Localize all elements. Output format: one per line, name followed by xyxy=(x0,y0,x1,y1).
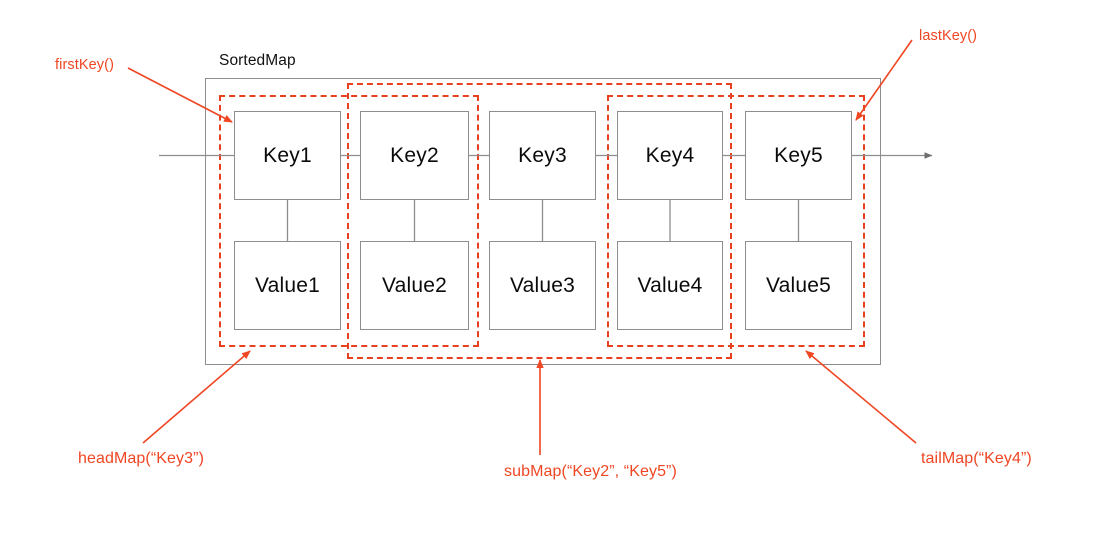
key-box-1: Key1 xyxy=(234,111,341,200)
annotation-firstkey: firstKey() xyxy=(55,57,114,73)
value-box-5: Value5 xyxy=(745,241,852,330)
annotation-headmap: headMap(“Key3”) xyxy=(78,450,204,467)
value-box-2: Value2 xyxy=(360,241,469,330)
value-box-4: Value4 xyxy=(617,241,723,330)
key-box-2: Key2 xyxy=(360,111,469,200)
region-headmap xyxy=(219,95,479,347)
key-box-5: Key5 xyxy=(745,111,852,200)
key-box-3: Key3 xyxy=(489,111,596,200)
annotation-lastkey: lastKey() xyxy=(919,28,978,44)
key-box-4: Key4 xyxy=(617,111,723,200)
region-tailmap xyxy=(607,95,865,347)
value-box-3: Value3 xyxy=(489,241,596,330)
annotation-tailmap: tailMap(“Key4”) xyxy=(921,450,1032,467)
sortedmap-label: SortedMap xyxy=(219,52,296,69)
value-box-1: Value1 xyxy=(234,241,341,330)
region-submap xyxy=(347,83,732,359)
annotation-submap: subMap(“Key2”, “Key5”) xyxy=(504,463,677,480)
